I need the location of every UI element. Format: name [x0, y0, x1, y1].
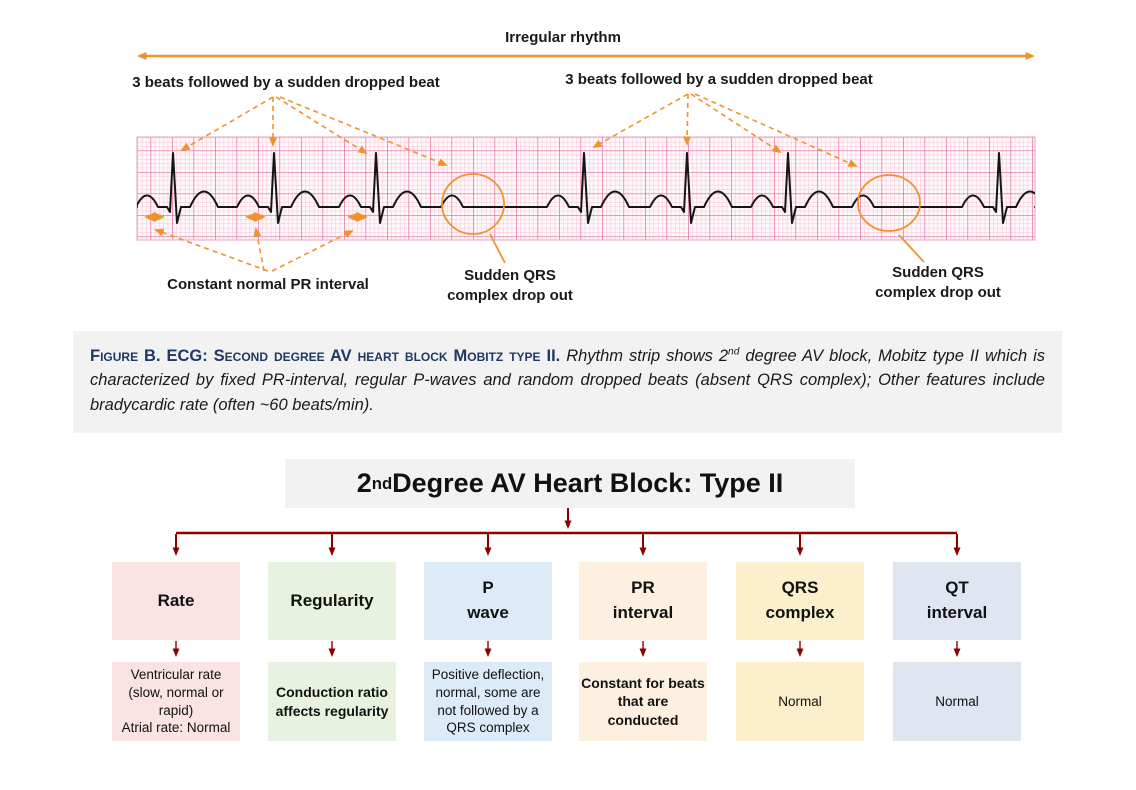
box-qrs-complex: QRS complex	[736, 562, 864, 640]
detail-rate: Ventricular rate (slow, normal or rapid)…	[112, 662, 240, 741]
caption-body-post: degree AV block, Mobitz type II which is…	[90, 347, 1045, 414]
qrs-drop-label-left: Sudden QRS complex drop out	[447, 267, 573, 305]
flowchart-title-post: Degree AV Heart Block: Type II	[392, 468, 784, 498]
detail-p-wave: Positive deflection, normal, some are no…	[424, 662, 552, 741]
detail-regularity: Conduction ratio affects regularity	[268, 662, 396, 741]
detail-qrs-complex: Normal	[736, 662, 864, 741]
dropped-qrs-circle-left	[441, 173, 505, 235]
box-rate: Rate	[112, 562, 240, 640]
ecg-trace	[137, 152, 1035, 224]
pr-callout-lines	[154, 227, 354, 272]
beats-label-right: 3 beats followed by a sudden dropped bea…	[565, 71, 873, 88]
flowchart-connectors	[172, 507, 961, 657]
pr-interval-label: Constant normal PR interval	[167, 276, 369, 293]
irregular-rhythm-label: Irregular rhythm	[505, 29, 621, 46]
box-p-wave: P wave	[424, 562, 552, 640]
detail-pr-interval: Constant for beats that are conducted	[579, 662, 707, 741]
detail-qt-interval: Normal	[893, 662, 1021, 741]
box-qt-interval: QT interval	[893, 562, 1021, 640]
ecg-strip	[136, 136, 1036, 241]
caption-body-pre: Rhythm strip shows 2	[560, 347, 729, 365]
box-pr-interval: PR interval	[579, 562, 707, 640]
beats-label-left: 3 beats followed by a sudden dropped bea…	[132, 74, 440, 91]
beats-callout-lines-left	[180, 96, 448, 166]
dropped-qrs-circle-right	[857, 174, 921, 232]
qrs-drop-pointer-right	[898, 234, 925, 263]
caption-superscript: nd	[728, 346, 740, 358]
caption-heading: Figure B. ECG: Second degree AV heart bl…	[90, 347, 561, 365]
qrs-drop-pointer-left	[489, 233, 506, 264]
beats-callout-lines-right	[592, 93, 858, 167]
qrs-drop-label-right: Sudden QRS complex drop out	[875, 264, 1001, 302]
flowchart-title-pre: 2	[356, 468, 372, 498]
box-regularity: Regularity	[268, 562, 396, 640]
figure-caption: Figure B. ECG: Second degree AV heart bl…	[73, 331, 1062, 433]
